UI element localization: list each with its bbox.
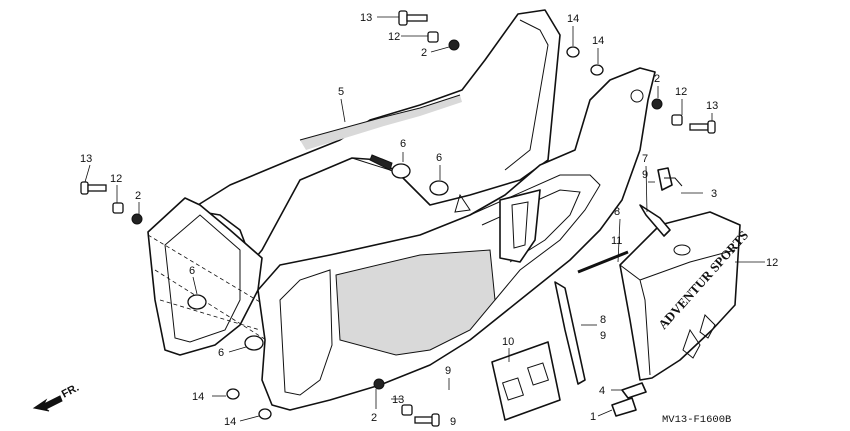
- part-label-14: 14: [592, 35, 604, 47]
- part-label-12: 12: [675, 86, 687, 98]
- part-label-13: 13: [706, 100, 718, 112]
- part-label-9: 9: [642, 169, 648, 181]
- part-label-14: 14: [567, 13, 579, 25]
- front-direction-arrow: FR.: [32, 382, 81, 412]
- part-label-2: 2: [371, 412, 377, 424]
- part-label-9: 9: [445, 365, 451, 377]
- part-label-2: 2: [654, 73, 660, 85]
- leader-lines: [84, 16, 765, 422]
- part-label-9: 9: [600, 330, 606, 342]
- part-label-12: 12: [388, 31, 400, 43]
- part-label-1: 1: [590, 411, 596, 423]
- part-label-12: 12: [110, 173, 122, 185]
- part-label-13: 13: [80, 153, 92, 165]
- part-label-3: 3: [711, 188, 717, 200]
- rear-side-panel: [257, 67, 656, 411]
- part-label-2: 2: [135, 190, 141, 202]
- part-label-13: 9: [450, 416, 456, 428]
- part-label-11: 12: [766, 257, 778, 269]
- part-label-6: 6: [436, 152, 442, 164]
- clips: [611, 167, 683, 417]
- part-label-7: 7: [642, 153, 648, 165]
- part-label-14: 14: [192, 391, 204, 403]
- direction-label: FR.: [60, 382, 81, 401]
- part-label-8: 8: [614, 206, 620, 218]
- left-side-cover: [147, 197, 291, 356]
- part-label-10: 10: [502, 336, 514, 348]
- part-label-14: 14: [224, 416, 236, 428]
- part-label-4: 4: [599, 385, 605, 397]
- part-label-12: 13: [392, 394, 404, 406]
- part-label-6: 6: [218, 347, 224, 359]
- tail-cover: ADVENTUR SPORTS: [619, 211, 751, 381]
- part-label-6: 6: [189, 265, 195, 277]
- arrow-icon: [32, 395, 63, 412]
- part-labels: 13 12 2 14 14 5 6 6 2 12 13 7 9 3 8 11 1…: [80, 12, 778, 428]
- part-label-8: 8: [600, 314, 606, 326]
- seal-strips: [554, 204, 671, 385]
- hardware: [80, 10, 716, 427]
- part-label-13: 13: [360, 12, 372, 24]
- part-label-6: 6: [400, 138, 406, 150]
- part-label-5: 5: [338, 86, 344, 98]
- license-bracket: [491, 341, 561, 421]
- diagram-code: MV13-F1600B: [662, 414, 731, 426]
- part-label-11: 11: [611, 235, 622, 247]
- part-label-2: 2: [421, 47, 427, 59]
